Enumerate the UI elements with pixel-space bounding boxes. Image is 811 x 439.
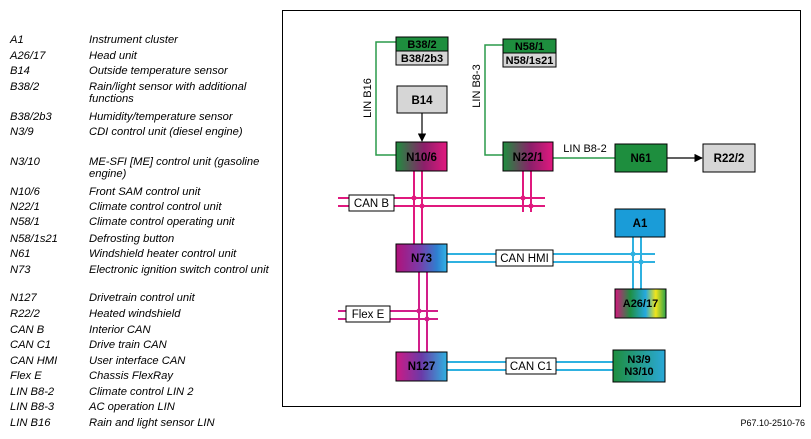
legend-code: N61 <box>10 248 31 260</box>
legend-code: LIN B8-2 <box>10 386 55 398</box>
svg-text:B38/2b3: B38/2b3 <box>401 53 443 65</box>
svg-text:N73: N73 <box>411 253 432 265</box>
svg-text:B38/2: B38/2 <box>407 39 436 51</box>
can-hmi-label: CAN HMI <box>500 253 549 265</box>
module-b38-2: B38/2 <box>395 36 449 52</box>
module-n10-6: N10/6 <box>395 141 448 172</box>
legend-code: A26/17 <box>10 50 46 62</box>
lin-b16-label: LIN B16 <box>362 78 374 118</box>
svg-text:A26/17: A26/17 <box>623 298 658 310</box>
module-n58-1: N58/1 <box>502 38 557 54</box>
legend-code: CAN B <box>10 324 45 336</box>
legend-description: ME-SFI [ME] control unit (gasoline engin… <box>89 156 260 180</box>
can-hmi-junctions <box>630 251 644 265</box>
svg-text:N58/1s21: N58/1s21 <box>506 55 554 67</box>
can-b-label: CAN B <box>354 198 389 210</box>
legend-code: CAN C1 <box>10 339 52 351</box>
legend-description: Rain/light sensor with additional functi… <box>89 81 247 105</box>
module-b38-2b3: B38/2b3 <box>395 50 449 66</box>
legend-code: B14 <box>10 65 30 77</box>
can-b-label-box: CAN B <box>348 194 395 212</box>
legend-code: B38/2 <box>10 81 40 93</box>
legend-code: N10/6 <box>10 186 40 198</box>
legend-code: N22/1 <box>10 201 40 213</box>
module-a1: A1 <box>614 208 666 238</box>
can-b-junctions <box>411 195 534 209</box>
can-c1-label-box: CAN C1 <box>505 357 557 375</box>
module-n127: N127 <box>395 351 448 382</box>
legend-code: N58/1 <box>10 216 40 228</box>
svg-text:R22/2: R22/2 <box>714 153 745 165</box>
module-n22-1: N22/1 <box>502 141 554 172</box>
figure-reference-code: P67.10-2510-76 <box>740 418 805 428</box>
legend-code: N58/1s21 <box>10 233 58 245</box>
svg-text:N58/1: N58/1 <box>515 41 544 53</box>
legend-description: User interface CAN <box>89 355 186 367</box>
lin-b8-3-line <box>484 44 503 156</box>
legend-description: Chassis FlexRay <box>89 370 173 382</box>
module-b14: B14 <box>396 85 448 114</box>
legend-code: Flex E <box>10 370 42 382</box>
module-n73: N73 <box>395 243 448 273</box>
legend-description: Front SAM control unit <box>89 186 201 198</box>
svg-text:N127: N127 <box>408 361 436 373</box>
can-hmi-label-box: CAN HMI <box>495 249 554 267</box>
legend-description: Heated windshield <box>89 308 181 320</box>
lin-b8-3-label: LIN B8-3 <box>471 64 483 107</box>
legend-description: Rain and light sensor LIN <box>89 417 215 429</box>
legend-description: Head unit <box>89 50 137 62</box>
legend-code: CAN HMI <box>10 355 58 367</box>
legend-description: Instrument cluster <box>89 34 178 46</box>
module-n61: N61 <box>614 143 668 173</box>
legend-code: B38/2b3 <box>10 111 52 123</box>
legend-description: Climate control control unit <box>89 201 222 213</box>
network-diagram-frame <box>282 10 801 407</box>
legend-description: Drive train CAN <box>89 339 167 351</box>
svg-text:B14: B14 <box>411 95 433 107</box>
svg-text:N61: N61 <box>630 153 652 165</box>
module-a26-17: A26/17 <box>614 288 667 319</box>
legend-description: Climate control operating unit <box>89 216 235 228</box>
can-c1-label: CAN C1 <box>510 361 552 373</box>
lin-b16-line <box>375 41 396 156</box>
flex-e-junctions <box>416 308 430 322</box>
svg-text:N10/6: N10/6 <box>406 152 437 164</box>
legend-description: Drivetrain control unit <box>89 292 195 304</box>
module-n58-1s21: N58/1s21 <box>502 52 557 68</box>
flex-e-label: Flex E <box>352 309 385 321</box>
legend-description: AC operation LIN <box>89 401 175 413</box>
legend-description: Outside temperature sensor <box>89 65 228 77</box>
legend-code: LIN B8-3 <box>10 401 55 413</box>
module-r22-2: R22/2 <box>702 143 756 173</box>
legend-code: N127 <box>10 292 37 304</box>
legend-description: Defrosting button <box>89 233 175 245</box>
legend-description: Electronic ignition switch control unit <box>89 264 269 276</box>
legend-description: Windshield heater control unit <box>89 248 237 260</box>
svg-text:N3/9N3/10: N3/9N3/10 <box>624 354 653 378</box>
legend-code: N3/10 <box>10 156 40 168</box>
svg-text:A1: A1 <box>633 218 648 230</box>
lin-b8-2-label: LIN B8-2 <box>563 143 606 155</box>
legend-description: Interior CAN <box>89 324 151 336</box>
legend-code: R22/2 <box>10 308 40 320</box>
legend-code: N3/9 <box>10 126 34 138</box>
legend-description: CDI control unit (diesel engine) <box>89 126 243 138</box>
legend-description: Climate control LIN 2 <box>89 386 194 398</box>
legend-description: Humidity/temperature sensor <box>89 111 233 123</box>
legend-code: LIN B16 <box>10 417 51 429</box>
legend-code: A1 <box>10 34 24 46</box>
legend-code: N73 <box>10 264 31 276</box>
flex-e-label-box: Flex E <box>345 305 391 323</box>
svg-text:N22/1: N22/1 <box>513 152 544 164</box>
